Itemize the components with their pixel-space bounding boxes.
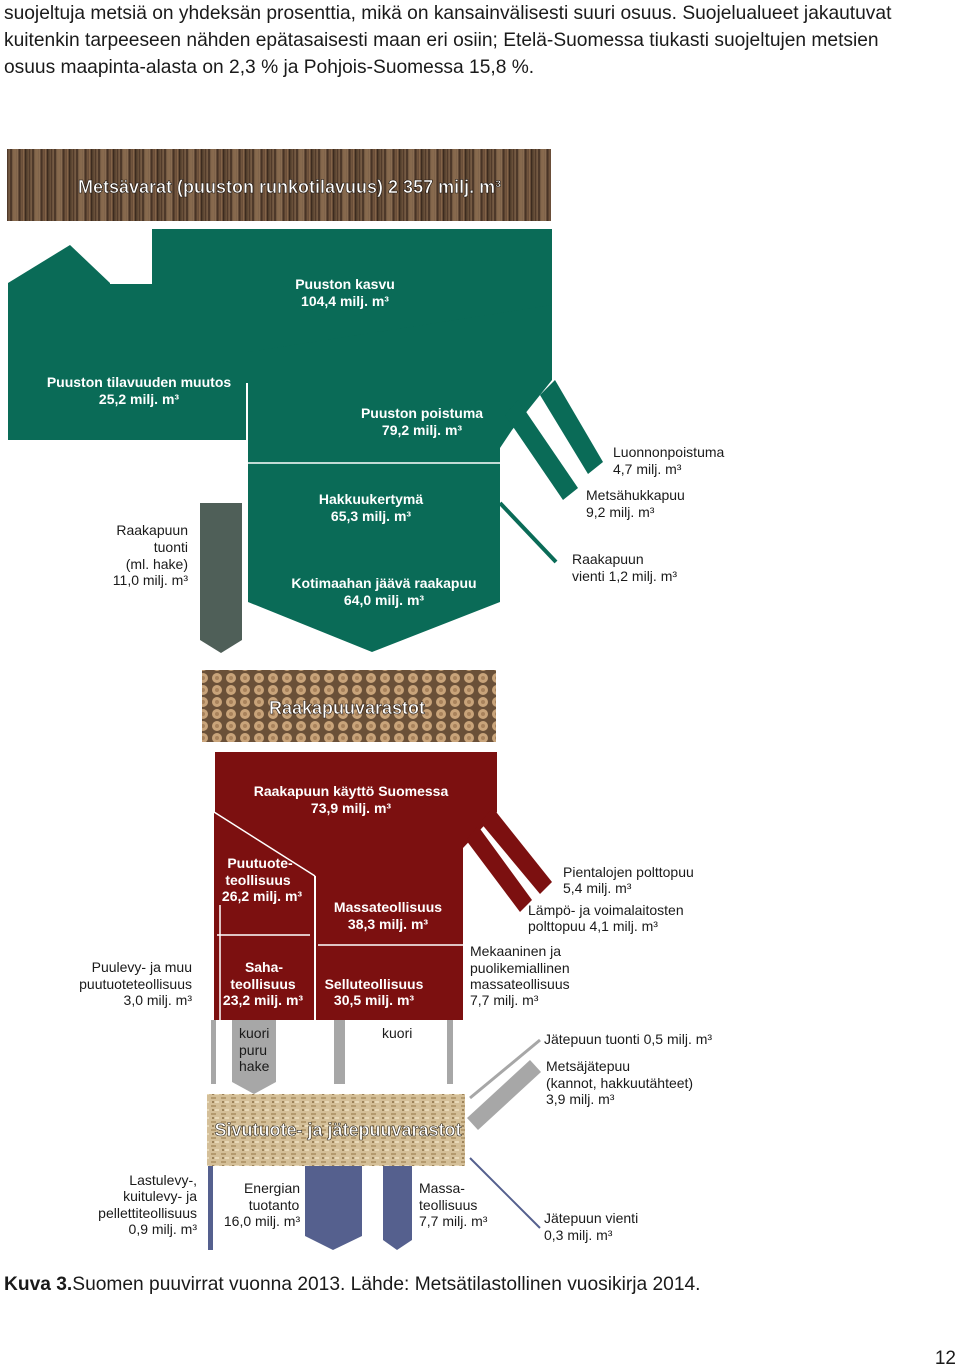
forest-residue-line-2: (kannot, hakkuutähteet) bbox=[546, 1075, 693, 1091]
panel-industry-line-2: puutuoteteollisuus bbox=[79, 976, 192, 992]
waste-export-line-2: 0,3 milj. m³ bbox=[544, 1227, 613, 1243]
mechanical-pulp-line-3: massateollisuus bbox=[470, 976, 570, 992]
caption-text: Suomen puuvirrat vuonna 2013. Lähde: Met… bbox=[72, 1274, 700, 1295]
chemical-pulp-label: Selluteollisuus bbox=[325, 976, 424, 992]
import-line-1: Raakapuun bbox=[116, 522, 188, 538]
logging-residue-value: 9,2 milj. m³ bbox=[586, 504, 655, 520]
natural-drain-label: Luonnonpoistuma bbox=[613, 444, 725, 460]
byproduct-line-3: hake bbox=[239, 1058, 270, 1074]
volume-change-value: 25,2 milj. m³ bbox=[99, 391, 179, 407]
volume-change-label: Puuston tilavuuden muutos bbox=[47, 374, 232, 390]
wood-products-line-2: teollisuus bbox=[225, 872, 291, 888]
logging-residue-label: Metsähukkapuu bbox=[586, 487, 685, 503]
particleboard-line-1: Lastulevy-, bbox=[129, 1172, 197, 1188]
domestic-roundwood-value: 64,0 milj. m³ bbox=[344, 592, 424, 608]
pulp-industry-value: 38,3 milj. m³ bbox=[348, 916, 428, 932]
sawmill-line-2: teollisuus bbox=[230, 976, 296, 992]
power-plant-label: Lämpö- ja voimalaitosten bbox=[528, 902, 684, 918]
sawmill-line-1: Saha- bbox=[245, 959, 283, 975]
firewood-value: 5,4 milj. m³ bbox=[563, 880, 632, 896]
mechanical-pulp-line-2: puolikemiallinen bbox=[470, 960, 570, 976]
particleboard-line-3: pellettiteollisuus bbox=[98, 1205, 197, 1221]
harvest-value: 65,3 milj. m³ bbox=[331, 508, 411, 524]
chemical-pulp-value: 30,5 milj. m³ bbox=[334, 992, 414, 1008]
energy-production-arrow bbox=[305, 1166, 362, 1250]
domestic-roundwood-label: Kotimaahan jäävä raakapuu bbox=[291, 575, 476, 591]
roundwood-import-arrow bbox=[200, 503, 242, 653]
waste-export-line-1: Jätepuun vienti bbox=[544, 1210, 638, 1226]
particleboard-line-4: 0,9 milj. m³ bbox=[129, 1221, 198, 1237]
roundwood-export-line bbox=[500, 503, 556, 562]
pulp2-line-1: Massa- bbox=[419, 1180, 465, 1196]
roundwood-export-value: vienti 1,2 milj. m³ bbox=[572, 568, 677, 584]
roundwood-export-label: Raakapuun bbox=[572, 551, 644, 567]
mechanical-bark-bar bbox=[447, 1020, 453, 1084]
pulp2-line-3: 7,7 milj. m³ bbox=[419, 1213, 488, 1229]
waste-import-label: Jätepuun tuonti 0,5 milj. m³ bbox=[544, 1031, 712, 1047]
import-line-4: 11,0 milj. m³ bbox=[113, 572, 189, 588]
roundwood-storage-title: Raakapuuvarastot bbox=[269, 698, 425, 718]
growth-label: Puuston kasvu bbox=[295, 276, 395, 292]
forest-residue-line-1: Metsäjätepuu bbox=[546, 1058, 630, 1074]
harvest-label: Hakkuukertymä bbox=[319, 491, 423, 507]
drain-value: 79,2 milj. m³ bbox=[382, 422, 462, 438]
panel-industry-line-3: 3,0 milj. m³ bbox=[124, 992, 193, 1008]
import-line-2: tuonti bbox=[154, 539, 188, 555]
energy-line-2: tuotanto bbox=[249, 1197, 300, 1213]
energy-line-3: 16,0 milj. m³ bbox=[224, 1213, 301, 1229]
figure-caption: Kuva 3.Suomen puuvirrat vuonna 2013. Läh… bbox=[4, 1274, 701, 1296]
byproduct-line-2: puru bbox=[239, 1042, 267, 1058]
mechanical-pulp-line-1: Mekaaninen ja bbox=[470, 943, 561, 959]
particleboard-bar bbox=[208, 1166, 213, 1250]
wood-products-line-3: 26,2 milj. m³ bbox=[222, 888, 302, 904]
sawmill-line-3: 23,2 milj. m³ bbox=[223, 992, 303, 1008]
growth-value: 104,4 milj. m³ bbox=[301, 293, 389, 309]
page-number: 12 bbox=[935, 1348, 956, 1370]
use-value: 73,9 milj. m³ bbox=[311, 800, 391, 816]
natural-drain-value: 4,7 milj. m³ bbox=[613, 461, 682, 477]
energy-line-1: Energian bbox=[244, 1180, 300, 1196]
panel-industry-line-1: Puulevy- ja muu bbox=[92, 959, 192, 975]
byproduct-line-1: kuori bbox=[239, 1025, 269, 1041]
pulp-industry-label: Massateollisuus bbox=[334, 899, 442, 915]
power-plant-value: polttopuu 4,1 milj. m³ bbox=[528, 918, 658, 934]
firewood-label: Pientalojen polttopuu bbox=[563, 864, 694, 880]
byproduct-storage-title: Sivutuote- ja jätepuuvarastot bbox=[214, 1120, 461, 1140]
pulp-bark-bar bbox=[334, 1020, 345, 1084]
forest-residue-line-3: 3,9 milj. m³ bbox=[546, 1091, 615, 1107]
import-line-3: (ml. hake) bbox=[126, 556, 188, 572]
use-label: Raakapuun käyttö Suomessa bbox=[254, 783, 449, 799]
drain-label: Puuston poistuma bbox=[361, 405, 483, 421]
forest-resources-title: Metsävarat (puuston runkotilavuus) 2 357… bbox=[78, 177, 501, 197]
pulp2-line-2: teollisuus bbox=[419, 1197, 477, 1213]
pulp-output-arrow bbox=[383, 1166, 412, 1250]
particleboard-line-2: kuitulevy- ja bbox=[123, 1188, 197, 1204]
wood-products-line-1: Puutuote- bbox=[227, 855, 293, 871]
mechanical-pulp-line-4: 7,7 milj. m³ bbox=[470, 992, 539, 1008]
bark-label: kuori bbox=[382, 1025, 412, 1041]
panel-byproduct-bar bbox=[211, 1020, 216, 1084]
caption-label: Kuva 3. bbox=[4, 1274, 72, 1295]
